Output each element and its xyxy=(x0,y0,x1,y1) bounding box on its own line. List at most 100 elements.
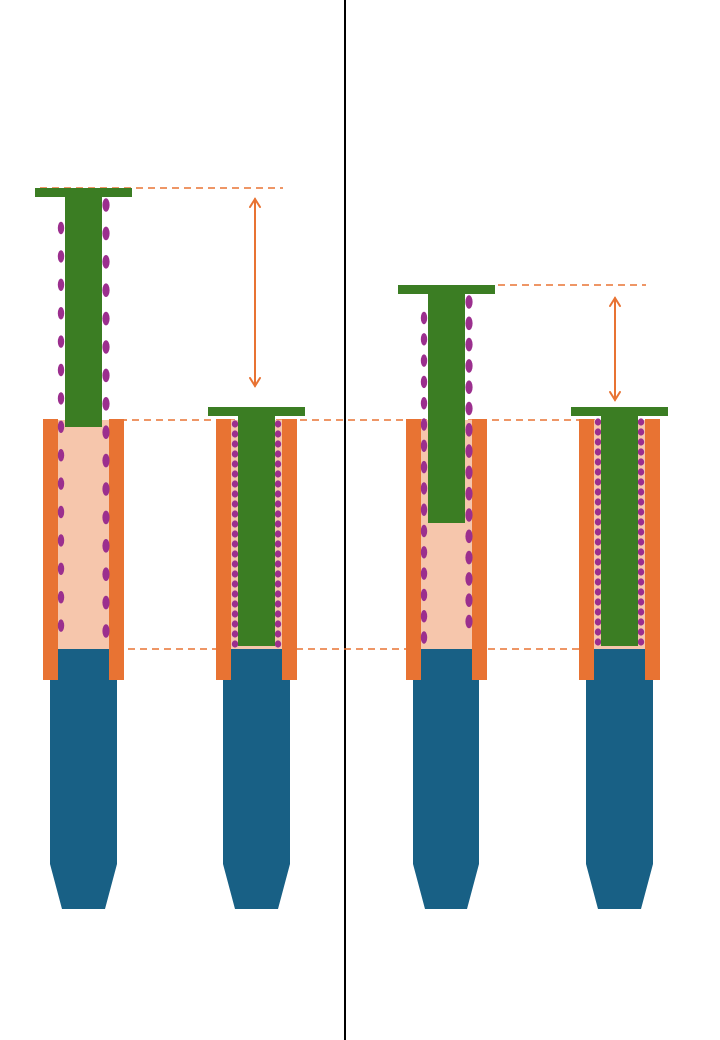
particle xyxy=(58,506,64,518)
particle xyxy=(102,340,109,354)
particle xyxy=(421,333,427,345)
particle xyxy=(465,508,472,522)
particle xyxy=(638,528,644,535)
particle xyxy=(275,610,281,617)
particle xyxy=(638,628,644,635)
particle xyxy=(275,600,281,607)
particle xyxy=(638,568,644,575)
sleeve-wall-right xyxy=(472,419,487,680)
particle xyxy=(421,397,427,409)
particle xyxy=(275,500,281,507)
particle xyxy=(275,520,281,527)
particle xyxy=(102,198,109,212)
particle xyxy=(421,354,427,366)
particle xyxy=(421,440,427,452)
particle xyxy=(465,338,472,352)
particle xyxy=(275,590,281,597)
particle xyxy=(638,578,644,585)
particle xyxy=(275,540,281,547)
particle xyxy=(465,317,472,331)
particle xyxy=(421,546,427,558)
plunger-cap xyxy=(208,407,305,416)
particle xyxy=(232,640,238,647)
particle xyxy=(102,255,109,269)
particle xyxy=(465,593,472,607)
particle xyxy=(232,480,238,487)
particle xyxy=(465,551,472,565)
particle xyxy=(465,530,472,544)
particle xyxy=(638,618,644,625)
particle xyxy=(465,359,472,373)
particle xyxy=(465,487,472,501)
particle xyxy=(465,380,472,394)
particle xyxy=(595,538,601,545)
particle xyxy=(465,295,472,309)
particle xyxy=(232,620,238,627)
particle xyxy=(465,615,472,629)
sleeve-wall-right xyxy=(109,419,124,680)
particle xyxy=(638,598,644,605)
particle xyxy=(638,488,644,495)
particle xyxy=(595,628,601,635)
particle xyxy=(275,580,281,587)
right-displacement-arrow xyxy=(610,298,620,400)
particle xyxy=(638,478,644,485)
particle xyxy=(232,510,238,517)
particle xyxy=(638,558,644,565)
particle xyxy=(421,589,427,601)
particle xyxy=(421,525,427,537)
particle xyxy=(275,480,281,487)
nozzle xyxy=(50,649,117,909)
particle xyxy=(638,428,644,435)
particle xyxy=(421,461,427,473)
plunger-rod xyxy=(65,188,102,427)
particle xyxy=(595,528,601,535)
particle xyxy=(275,430,281,437)
particle xyxy=(58,222,64,234)
plunger-rod xyxy=(601,407,638,646)
particle xyxy=(102,596,109,610)
particle xyxy=(232,540,238,547)
particle xyxy=(421,312,427,324)
particle xyxy=(58,449,64,461)
particle xyxy=(595,458,601,465)
nozzle xyxy=(413,649,479,909)
particle xyxy=(638,548,644,555)
particle xyxy=(275,510,281,517)
particle xyxy=(102,624,109,638)
sleeve-wall-right xyxy=(282,419,297,680)
plunger-cap xyxy=(35,188,132,197)
particle xyxy=(275,570,281,577)
particle xyxy=(102,567,109,581)
plunger-rod xyxy=(428,285,465,523)
particle xyxy=(102,425,109,439)
plunger-rod xyxy=(238,407,275,646)
particle xyxy=(58,421,64,433)
particle xyxy=(102,511,109,525)
particle xyxy=(595,498,601,505)
particle xyxy=(232,580,238,587)
particle xyxy=(275,420,281,427)
particle xyxy=(638,518,644,525)
sleeve-wall-right xyxy=(645,419,660,680)
particle xyxy=(232,520,238,527)
right-partial-assembly xyxy=(398,285,495,909)
sleeve-wall-left xyxy=(216,419,231,680)
particle xyxy=(275,620,281,627)
particle xyxy=(421,376,427,388)
particle xyxy=(232,530,238,537)
nozzle xyxy=(586,649,653,909)
particle xyxy=(465,423,472,437)
particle xyxy=(102,283,109,297)
particle xyxy=(595,468,601,475)
particle xyxy=(595,588,601,595)
particle xyxy=(58,477,64,489)
particle xyxy=(275,550,281,557)
particle xyxy=(232,450,238,457)
particle xyxy=(58,279,64,291)
particle xyxy=(232,610,238,617)
particle xyxy=(275,530,281,537)
particle xyxy=(232,470,238,477)
particle xyxy=(232,460,238,467)
